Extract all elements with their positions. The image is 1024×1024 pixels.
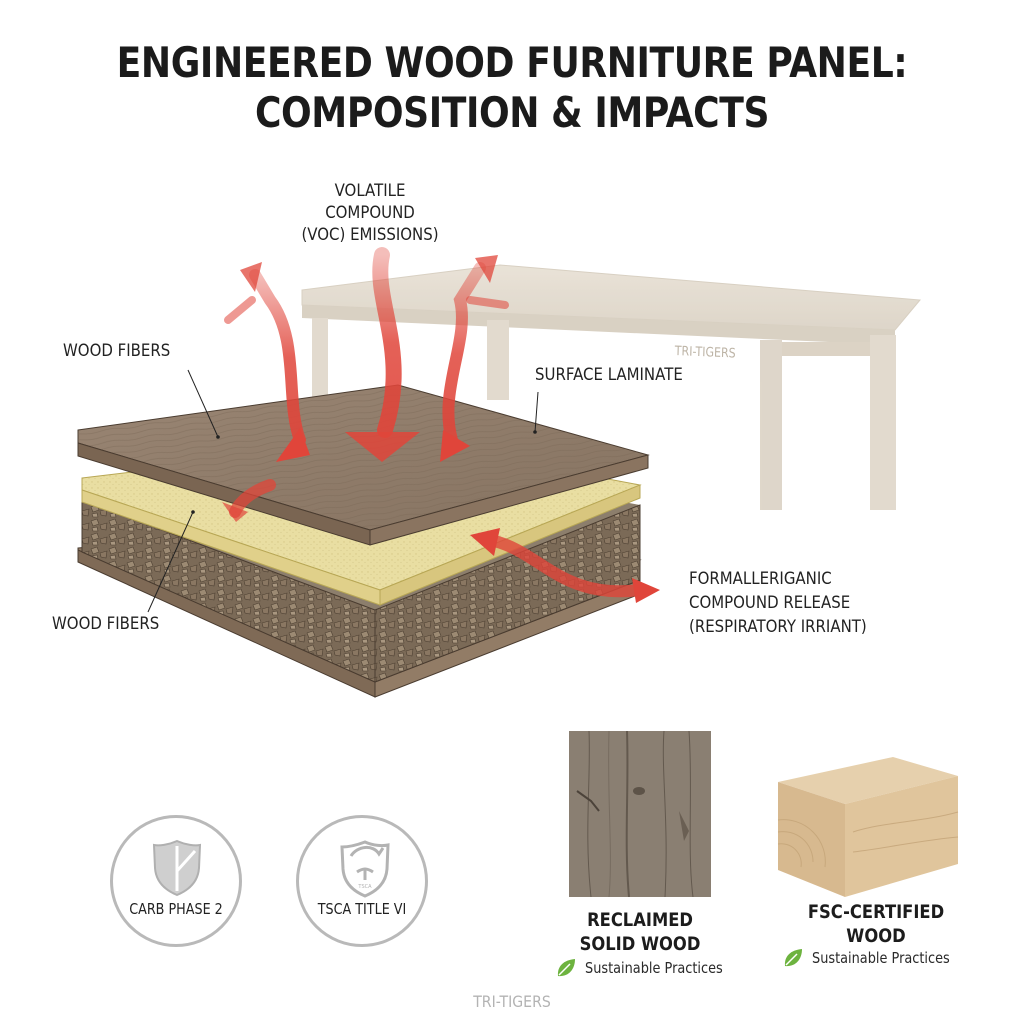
reclaimed-solid-wood-title: RECLAIMED SOLID WOOD: [579, 909, 701, 955]
table-watermark: TRI-TIGERS: [674, 344, 736, 362]
fsc-certified-wood-title: FSC-CERTIFIED WOOD: [807, 901, 945, 947]
leader-line: [147, 511, 194, 613]
reclaimed-wood-image: [569, 731, 711, 897]
leaf-icon: [557, 959, 575, 977]
shield-icon: [152, 839, 202, 897]
footer-watermark: TRI-TIGERS: [473, 992, 551, 1011]
badge-label: CARB PHASE 2: [129, 900, 223, 918]
badge-carb-phase-2: CARB PHASE 2: [110, 815, 242, 947]
badge-label: TSCA TITLE VI: [317, 900, 407, 918]
shield-seal-icon: TSCA: [340, 840, 390, 898]
leader-line: [187, 369, 219, 438]
voc-emission-arrows: [222, 247, 660, 603]
leader-line: [534, 391, 539, 433]
title-line-1: ENGINEERED WOOD FURNITURE PANEL:: [116, 38, 908, 87]
voc-emissions-label: VOLATILE COMPOUND (VOC) EMISSIONS): [301, 181, 439, 245]
fsc-sustainable-tag: Sustainable Practices: [782, 947, 972, 969]
table-illustration: [301, 264, 921, 510]
page-title: ENGINEERED WOOD FURNITURE PANEL: COMPOSI…: [72, 38, 953, 138]
badge-tsca-title-vi: TSCA TSCA TITLE VI: [296, 815, 428, 947]
fsc-wood-block-image: [777, 757, 959, 897]
formaldehyde-release-label: FORMALLERIGANIC COMPOUND RELEASE (RESPIR…: [689, 569, 867, 637]
title-line-2: COMPOSITION & IMPACTS: [254, 88, 770, 137]
wood-fibers-bottom-label: WOOD FIBERS: [52, 614, 160, 634]
leaf-icon: [784, 949, 802, 967]
svg-text:TSCA: TSCA: [357, 884, 372, 890]
wood-fibers-top-label: WOOD FIBERS: [63, 341, 171, 361]
reclaimed-sustainable-tag: Sustainable Practices: [555, 957, 745, 979]
surface-laminate-label: SURFACE LAMINATE: [535, 365, 683, 385]
